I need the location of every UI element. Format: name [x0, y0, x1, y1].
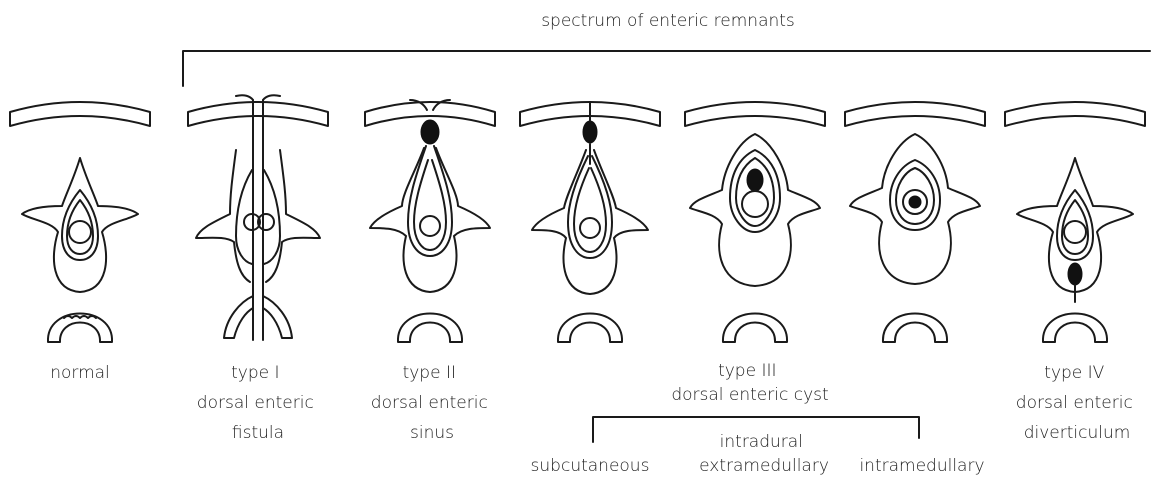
central-canal [580, 218, 600, 238]
spinal-cord [574, 168, 606, 252]
label-normal-line-1: normal [50, 363, 110, 383]
figure-normal [10, 102, 150, 342]
intradural-cyst [747, 169, 763, 191]
spinal-canal [850, 134, 980, 284]
sinus-cyst [421, 120, 439, 144]
dura [408, 146, 452, 256]
label-type-3: type III dorsal enteric cyst [671, 361, 828, 405]
intramedullary-cyst [909, 196, 921, 208]
skin-arc [845, 102, 985, 126]
dura [568, 156, 612, 258]
skin-arc [188, 102, 328, 126]
label-type-3-line-1: type III [718, 361, 776, 381]
central-canal [1064, 221, 1086, 243]
central-canal [742, 191, 768, 217]
diverticulum-cyst [1068, 263, 1082, 285]
label-type-2-line-2: dorsal enteric [371, 393, 488, 413]
label-intramedullary: intramedullary [859, 456, 984, 476]
label-type-3-line-2: dorsal enteric cyst [671, 385, 828, 405]
vertebral-body [1043, 314, 1107, 343]
label-type-1-line-1: type I [231, 363, 279, 383]
vertebral-body [558, 314, 622, 343]
figure-type-3-subcutaneous [520, 102, 660, 342]
figure-type-3-extramedullary [685, 102, 825, 342]
diagram-title: spectrum of enteric remnants [541, 11, 795, 31]
label-type-2: type II dorsal enteric sinus [371, 363, 493, 443]
central-canal [420, 216, 440, 236]
label-intradural-line-2: extramedullary [699, 456, 829, 476]
skin-arc [685, 102, 825, 126]
label-type-4-line-3: diverticulum [1024, 423, 1131, 443]
fistula-skin-opening [236, 95, 280, 100]
label-type-1: type I dorsal enteric fistula [197, 363, 319, 443]
label-subcutaneous: subcutaneous [531, 456, 650, 476]
skin-arc [10, 102, 150, 126]
label-type-2-line-3: sinus [410, 423, 454, 443]
skin-arc [1005, 102, 1145, 126]
vertebral-body [883, 314, 947, 343]
spinal-canal [532, 150, 648, 294]
label-intramedullary-line-1: intramedullary [859, 456, 984, 476]
spinal-canal [370, 148, 490, 292]
label-type-4: type IV dorsal enteric diverticulum [1016, 363, 1138, 443]
notochord-marks [64, 316, 96, 318]
label-type-4-line-2: dorsal enteric [1016, 393, 1133, 413]
label-intradural-extramedullary: intradural extramedullary [699, 432, 829, 476]
dura [890, 160, 940, 230]
figure-type-1 [188, 95, 328, 340]
label-intradural-line-1: intradural [720, 432, 803, 452]
label-type-1-line-3: fistula [232, 423, 284, 443]
label-type-2-line-1: type II [403, 363, 456, 383]
spinal-canal [22, 158, 138, 292]
label-type-1-line-2: dorsal enteric [197, 393, 314, 413]
figure-type-4 [1005, 102, 1145, 342]
label-normal: normal [50, 363, 110, 383]
vertebral-body [398, 314, 462, 343]
spectrum-bracket [183, 51, 1150, 86]
central-canal [69, 221, 91, 243]
subcutaneous-cyst [583, 121, 597, 143]
split-vertebra [224, 296, 292, 338]
figure-type-2 [365, 100, 495, 342]
figure-type-3-intramedullary [845, 102, 985, 342]
spinal-canal [690, 134, 820, 286]
label-subcutaneous-line-1: subcutaneous [531, 456, 650, 476]
label-type-4-line-1: type IV [1044, 363, 1104, 383]
vertebral-body [723, 314, 787, 343]
